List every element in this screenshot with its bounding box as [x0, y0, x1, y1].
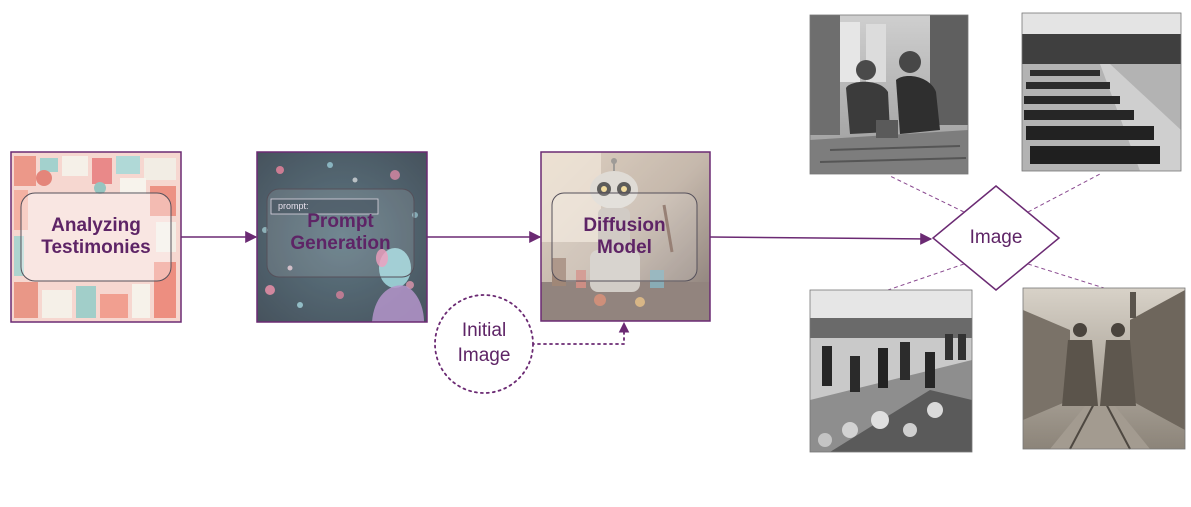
edge-diffusion-to-image: [709, 232, 933, 245]
prompt-node: [256, 151, 428, 323]
photo-two-women-tracks: [1022, 287, 1186, 450]
testimonies-label: Analyzing Testimonies: [41, 215, 151, 258]
initial-image-label: Initial Image: [457, 320, 511, 366]
diffusion-robot-image: [541, 152, 710, 321]
photo-roll-call: [1021, 12, 1182, 172]
photo-stone-laborers: [809, 289, 973, 453]
connector-photo-roll-call: [1027, 173, 1101, 213]
diffusion-node: [540, 151, 711, 322]
testimonies-node: [10, 151, 182, 323]
edge-initial-to-diffusion: [531, 321, 630, 345]
diffusion-label: Diffusion Model: [583, 215, 666, 258]
connector-photo-stone-laborers: [887, 263, 965, 291]
image-output-node: [931, 185, 1061, 291]
prompt-bokeh-image: [262, 162, 424, 322]
prompt-label: Prompt Generation: [290, 211, 391, 254]
image-output-label: Image: [969, 226, 1023, 248]
connector-photo-two-women-tracks: [1027, 263, 1105, 289]
connector-photo-women-working: [889, 175, 965, 213]
initial-image-node: [434, 294, 534, 394]
testimonies-collage-image: [14, 156, 176, 318]
photo-women-working: [809, 14, 969, 175]
prompt-chip-text: prompt:: [278, 201, 309, 211]
